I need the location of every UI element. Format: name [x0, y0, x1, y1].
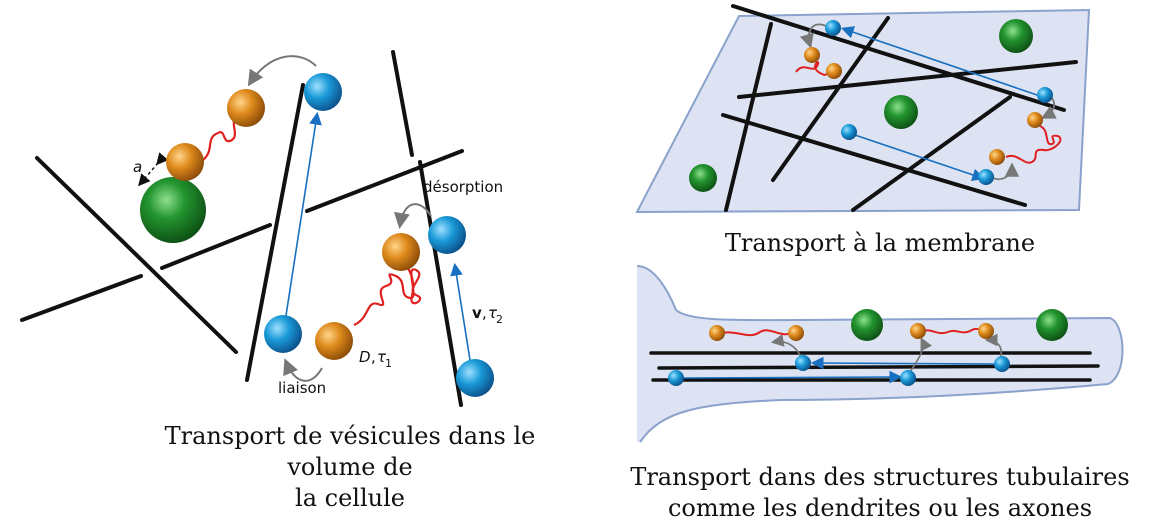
left-panel: a désorption liaison D , τ 1 v , τ 2 [20, 50, 503, 407]
microtubule [35, 156, 238, 354]
transport-arrow [284, 111, 322, 323]
tether [1005, 125, 1062, 164]
microtubules [721, 4, 1078, 212]
motor-protein [900, 370, 916, 386]
tau2-label: τ [488, 304, 498, 322]
vesicle [315, 322, 353, 360]
microtubule [737, 60, 1078, 99]
tau2-subscript: 2 [496, 313, 503, 326]
vesicle [989, 149, 1005, 165]
motor-protein [1037, 87, 1053, 103]
microtubule [724, 22, 773, 212]
binding-arrow [770, 334, 802, 358]
transport-arrow [450, 262, 471, 361]
desorption-arrow [394, 203, 432, 229]
protein-sphere [689, 164, 717, 192]
microtubule [391, 50, 414, 157]
vesicle [382, 233, 420, 271]
motor-protein [841, 124, 857, 140]
tether [202, 115, 239, 161]
tether [720, 329, 793, 337]
transport-arrow [840, 26, 1041, 97]
diffusion-coefficient: D [359, 348, 371, 366]
dendrite-membrane [636, 265, 1124, 443]
protein-sphere [884, 95, 918, 129]
motor-protein [456, 359, 494, 397]
binding-arrow [283, 358, 323, 382]
caption-line: Transport dans des structures tubulaires [630, 463, 1130, 491]
microtubule [657, 364, 1100, 370]
velocity-symbol: v [472, 304, 482, 322]
separator: , [482, 304, 487, 322]
microtubule [851, 95, 1012, 212]
microtubule [418, 160, 463, 407]
microtubules [20, 50, 464, 407]
diffusion-label: D , τ 1 [359, 348, 392, 370]
motor-protein [668, 370, 684, 386]
distance-label: a [133, 158, 142, 176]
motor-protein [994, 356, 1010, 372]
microtubule [731, 4, 1066, 112]
microtubules [649, 351, 1100, 382]
vesicle [788, 325, 804, 341]
caption-line: comme les dendrites ou les axones [667, 494, 1093, 522]
caption-line: Transport de vésicules dans le volume de [164, 422, 536, 481]
vesicle [227, 89, 265, 127]
motor-protein [428, 216, 466, 254]
transport-arrow [679, 370, 903, 384]
binding-label: liaison [278, 379, 326, 397]
protein-sphere [851, 309, 883, 341]
binding-arrow [909, 337, 933, 373]
transport-arrow [851, 133, 986, 181]
motor-protein [978, 169, 994, 185]
caption-line: la cellule [295, 484, 405, 512]
velocity-label: v , τ 2 [472, 304, 503, 326]
distance-arrow [138, 152, 169, 187]
binding-arrow [799, 23, 827, 49]
vesicle [1027, 112, 1043, 128]
vesicle [826, 63, 842, 79]
desorption-arrow [247, 55, 317, 87]
protein-sphere [1036, 309, 1068, 341]
vesicle [709, 325, 725, 341]
tubular-caption: Transport dans des structures tubulaires… [615, 462, 1145, 524]
protein-sphere [999, 19, 1033, 53]
vesicle [804, 47, 820, 63]
microtubule [245, 83, 305, 382]
tubular-panel [636, 265, 1124, 443]
membrane-caption: Transport à la membrane [724, 229, 1036, 257]
motor-protein [795, 355, 811, 371]
membrane-panel [635, 4, 1091, 214]
tether [353, 249, 421, 327]
tau1-label: τ [377, 348, 387, 366]
transport-arrow [810, 356, 998, 370]
motor-protein [825, 20, 841, 36]
desorption-label: désorption [423, 178, 503, 196]
microtubule [721, 113, 1027, 207]
vesicle [978, 323, 994, 339]
microtubule [771, 16, 890, 182]
motor-protein [264, 315, 302, 353]
motor-protein [304, 73, 342, 111]
separator: , [371, 348, 376, 366]
microtubule [305, 149, 464, 213]
tau1-subscript: 1 [385, 357, 392, 370]
membrane-surface [635, 8, 1091, 214]
vesicle [910, 323, 926, 339]
vesicle [166, 143, 204, 181]
microtubule [20, 274, 143, 322]
left-caption: Transport de vésicules dans le volume de… [150, 421, 550, 514]
microtubule [160, 223, 272, 270]
protein-sphere [140, 177, 206, 243]
